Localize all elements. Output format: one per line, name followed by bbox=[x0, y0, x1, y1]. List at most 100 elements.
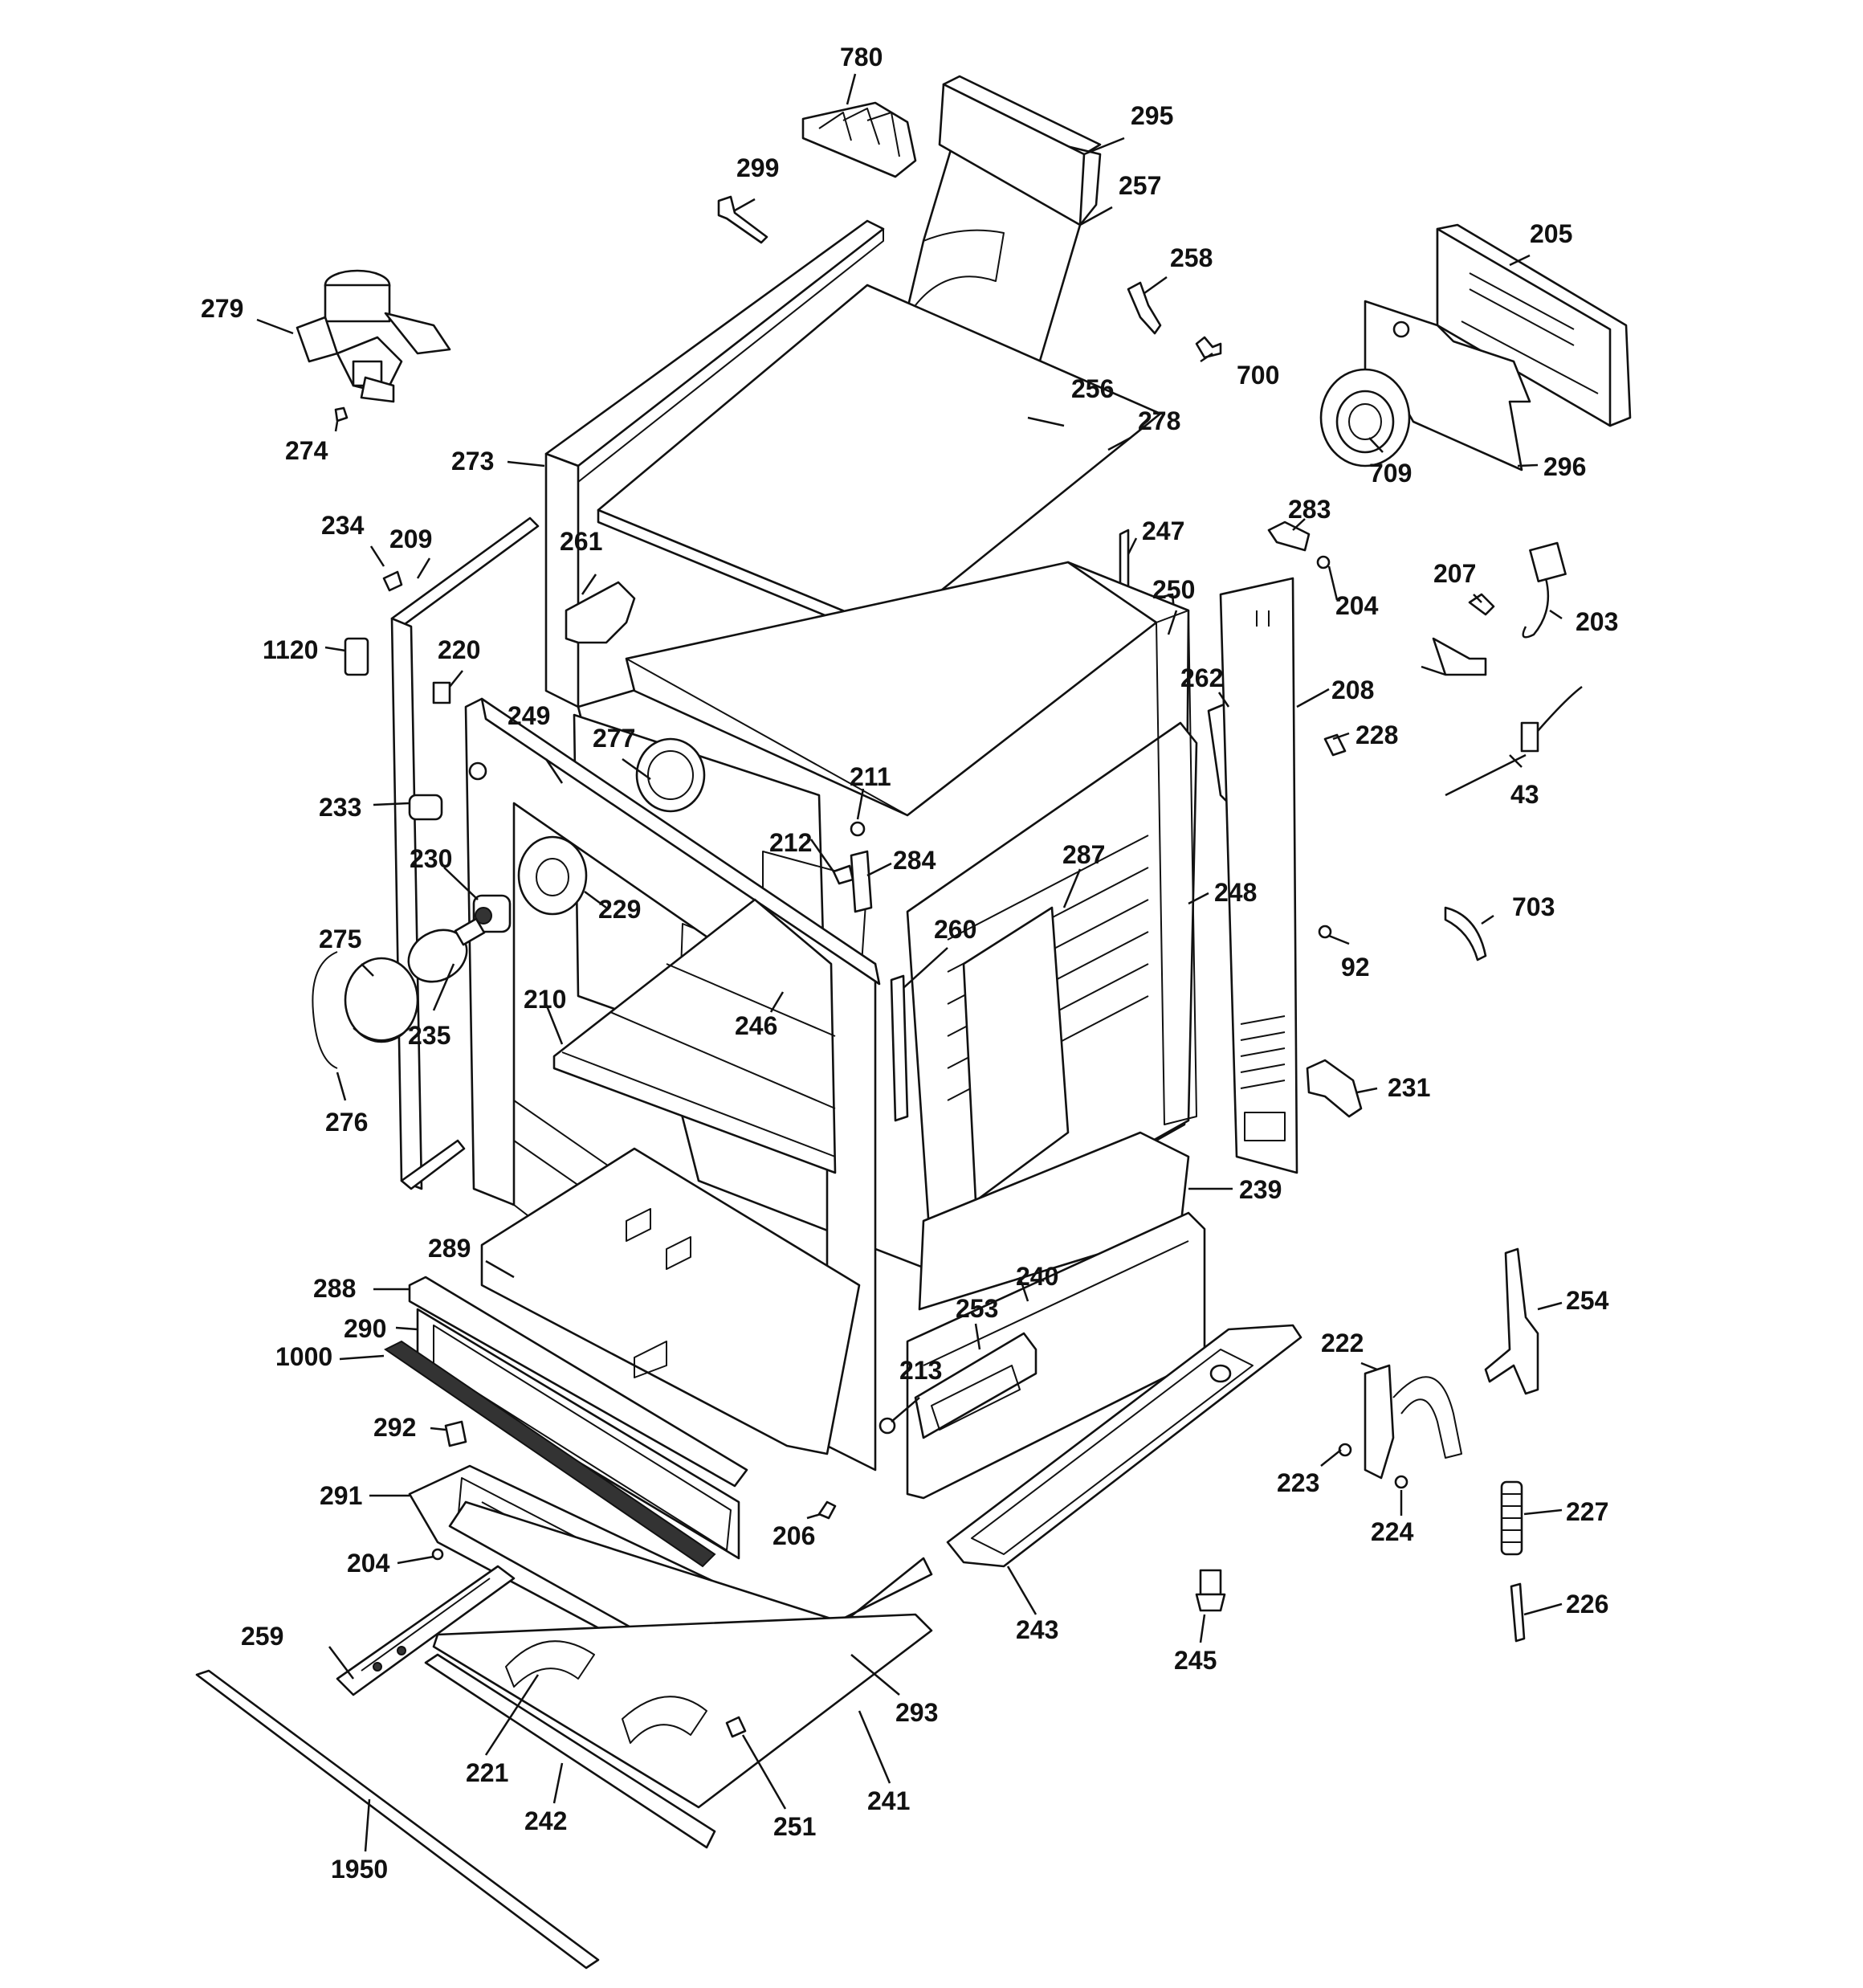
part-205-panel bbox=[1436, 223, 1632, 427]
label-207: 207 bbox=[1433, 559, 1476, 588]
part-251-clip bbox=[725, 1716, 747, 1738]
part-204-screw-lower bbox=[431, 1548, 444, 1561]
part-234-nut bbox=[382, 570, 403, 592]
label-223: 223 bbox=[1277, 1468, 1319, 1497]
part-1950-trim bbox=[195, 1669, 600, 1970]
label-208: 208 bbox=[1331, 676, 1374, 704]
label-1120: 1120 bbox=[263, 635, 318, 664]
label-288: 288 bbox=[313, 1274, 356, 1303]
label-213: 213 bbox=[899, 1356, 942, 1385]
part-203-cord bbox=[1522, 541, 1567, 639]
part-278-top-cover bbox=[597, 284, 1162, 644]
label-283: 283 bbox=[1288, 495, 1331, 524]
part-229-ring bbox=[517, 835, 588, 916]
label-245: 245 bbox=[1174, 1646, 1217, 1675]
label-228: 228 bbox=[1355, 720, 1398, 749]
label-204a: 204 bbox=[1335, 591, 1379, 620]
part-292-clip bbox=[444, 1420, 467, 1447]
part-223-screw bbox=[1338, 1443, 1352, 1457]
part-274-screw bbox=[334, 406, 349, 423]
label-700: 700 bbox=[1237, 361, 1279, 390]
label-226: 226 bbox=[1566, 1590, 1608, 1619]
label-43: 43 bbox=[1510, 780, 1539, 809]
part-288-290-drawer-frame bbox=[408, 1276, 748, 1560]
label-212: 212 bbox=[769, 828, 812, 857]
part-289-bottom-panel bbox=[480, 1147, 861, 1455]
label-204b: 204 bbox=[347, 1549, 390, 1578]
label-243: 243 bbox=[1016, 1615, 1058, 1644]
label-231: 231 bbox=[1388, 1073, 1430, 1102]
label-210: 210 bbox=[524, 985, 566, 1014]
part-276-clip bbox=[312, 951, 338, 1069]
label-1000: 1000 bbox=[275, 1342, 332, 1371]
label-279: 279 bbox=[201, 294, 243, 323]
label-289: 289 bbox=[428, 1234, 471, 1263]
label-259: 259 bbox=[241, 1622, 283, 1651]
label-220: 220 bbox=[438, 635, 480, 664]
label-290: 290 bbox=[344, 1314, 386, 1343]
label-257: 257 bbox=[1119, 171, 1161, 200]
part-204-screw bbox=[1316, 555, 1331, 569]
label-230: 230 bbox=[410, 844, 452, 873]
part-273-top-frame bbox=[544, 219, 885, 708]
label-250: 250 bbox=[1152, 575, 1195, 604]
label-203: 203 bbox=[1576, 607, 1618, 636]
part-242-drawer-rail bbox=[424, 1653, 716, 1849]
label-703: 703 bbox=[1512, 892, 1555, 921]
label-277: 277 bbox=[593, 724, 635, 753]
label-296: 296 bbox=[1543, 452, 1586, 481]
leader-lines bbox=[256, 73, 1563, 1852]
part-226-pin bbox=[1510, 1582, 1526, 1643]
label-276: 276 bbox=[325, 1108, 368, 1137]
label-234: 234 bbox=[321, 511, 365, 540]
part-227-spring bbox=[1500, 1480, 1523, 1556]
part-228-clip bbox=[1323, 733, 1347, 757]
part-labels: 780 295 299 257 258 205 279 700 256 278 … bbox=[201, 43, 1618, 1884]
part-248-side-panel bbox=[1156, 610, 1197, 1125]
part-209-side-trim bbox=[390, 516, 540, 1190]
part-241-drawer-bottom bbox=[432, 1613, 933, 1809]
label-246: 246 bbox=[735, 1011, 777, 1040]
label-287: 287 bbox=[1062, 840, 1105, 869]
part-259-slide-rail bbox=[336, 1565, 516, 1696]
part-279-thermostat-assembly bbox=[296, 269, 451, 403]
part-703-bracket bbox=[1444, 906, 1487, 961]
part-243-drawer-slide bbox=[946, 1324, 1302, 1568]
label-273: 273 bbox=[451, 447, 494, 476]
label-211: 211 bbox=[850, 762, 891, 791]
part-213-clip bbox=[879, 1417, 896, 1435]
label-247: 247 bbox=[1142, 516, 1184, 545]
part-drawings bbox=[195, 75, 1632, 1970]
label-299: 299 bbox=[736, 153, 779, 182]
part-207-part bbox=[1468, 593, 1495, 616]
label-241: 241 bbox=[867, 1786, 910, 1815]
label-1950: 1950 bbox=[331, 1855, 388, 1884]
label-291: 291 bbox=[320, 1481, 362, 1510]
part-253-drawer-rail bbox=[914, 1332, 1037, 1439]
label-222: 222 bbox=[1321, 1329, 1364, 1357]
part-260-strip bbox=[890, 974, 909, 1122]
label-275: 275 bbox=[319, 925, 361, 953]
part-211-screw bbox=[850, 821, 866, 837]
label-227: 227 bbox=[1566, 1497, 1608, 1526]
label-262: 262 bbox=[1180, 663, 1223, 692]
label-293: 293 bbox=[895, 1698, 938, 1727]
part-1120-cap bbox=[344, 637, 369, 676]
part-261-insulation bbox=[565, 581, 636, 644]
label-261: 261 bbox=[560, 527, 602, 556]
part-208-side-panel bbox=[1219, 577, 1298, 1174]
part-709-round-plate bbox=[1319, 368, 1411, 467]
label-239: 239 bbox=[1239, 1175, 1282, 1204]
label-251: 251 bbox=[773, 1812, 816, 1841]
part-1000-gasket bbox=[384, 1340, 716, 1568]
part-222-handle bbox=[1364, 1364, 1462, 1480]
part-277-ring bbox=[635, 737, 706, 813]
part-258-bracket bbox=[1127, 281, 1162, 335]
part-206-screw bbox=[817, 1500, 837, 1520]
label-233: 233 bbox=[319, 793, 361, 822]
part-210-rack bbox=[552, 898, 837, 1174]
label-278: 278 bbox=[1138, 406, 1180, 435]
part-43-sensor-wire bbox=[1421, 637, 1583, 797]
part-231-bracket bbox=[1306, 1059, 1363, 1118]
